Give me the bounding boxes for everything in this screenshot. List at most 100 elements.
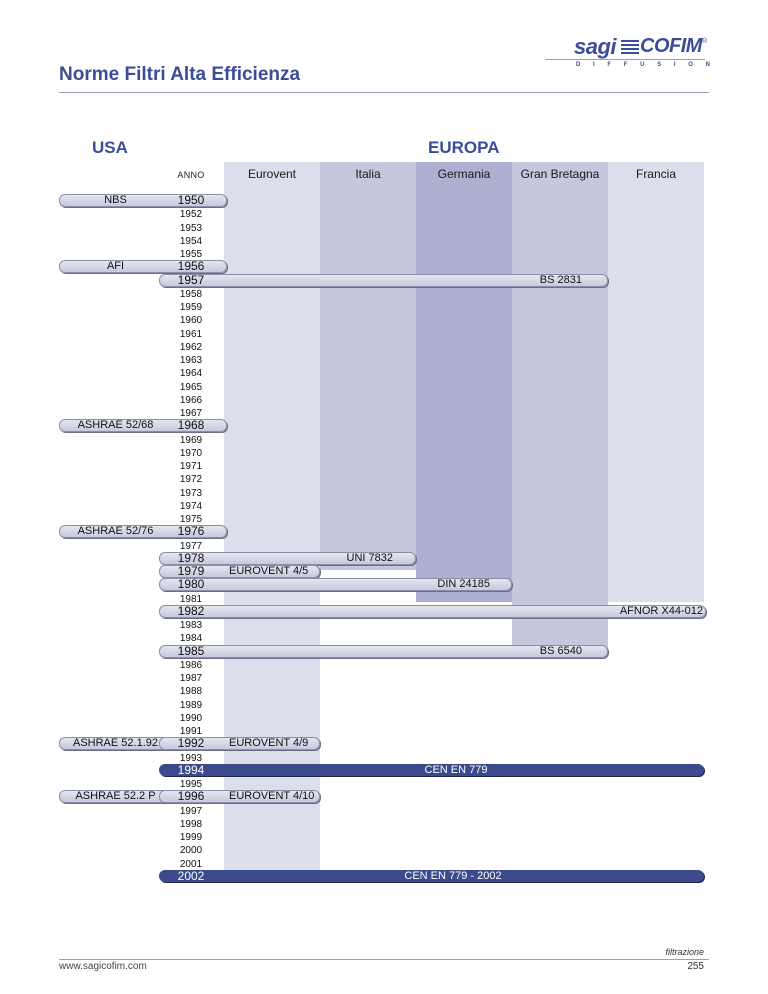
year-label: 1984 — [179, 633, 203, 645]
year-label: 1982 — [177, 603, 205, 618]
region-usa: USA — [92, 138, 128, 157]
usa-standard-pill — [59, 194, 227, 207]
usa-standard-label: ASHRAE 52/76 — [77, 525, 154, 538]
year-label: 1962 — [179, 341, 203, 353]
sagicofim-logo: sagi COFIM ® D I F F U S I O N — [574, 34, 714, 74]
year-label: 1955 — [179, 249, 203, 260]
usa-standard-pill — [59, 260, 227, 274]
year-label: 1956 — [177, 259, 205, 274]
logo-letter: I — [593, 62, 595, 68]
eu-standard-label: CEN EN 779 - 2002 — [404, 869, 502, 882]
header-line — [545, 59, 705, 60]
year-label: 1972 — [179, 474, 203, 486]
column-header-germania: Germania — [437, 167, 491, 181]
column-gran-bretagna — [512, 162, 608, 654]
eu-standard-label: EUROVENT 4/10 — [229, 790, 315, 803]
year-label: 1989 — [179, 699, 203, 711]
eu-standard-bar — [159, 869, 704, 882]
column-germania — [416, 162, 512, 602]
year-label: 1971 — [179, 461, 203, 472]
logo-letter: F — [623, 62, 628, 68]
logo-cofim-text: COFIM — [640, 35, 702, 57]
usa-standard-label: NBS — [104, 194, 127, 206]
logo-letter: D — [576, 62, 581, 68]
year-label: 1975 — [179, 514, 203, 525]
column-header-eurovent: Eurovent — [247, 167, 297, 181]
year-label: 1950 — [177, 193, 205, 207]
column-header-gran-bretagna: Gran Bretagna — [520, 167, 600, 181]
year-label: 1991 — [179, 726, 203, 737]
year-label: 1992 — [177, 736, 205, 751]
eu-standard-bar — [159, 273, 608, 287]
eu-standard-bar — [159, 763, 704, 776]
eu-standard-label: BS 2831 — [539, 273, 582, 286]
column-header-francia: Francia — [635, 167, 676, 181]
year-label: 1990 — [179, 712, 203, 724]
year-label: 1964 — [179, 368, 203, 380]
eu-standard-bar — [159, 790, 320, 804]
year-label: 1985 — [177, 643, 205, 658]
year-label: 1954 — [179, 235, 203, 247]
year-label: 1976 — [177, 524, 205, 539]
eu-standard-bar — [159, 565, 320, 578]
year-label: 1963 — [179, 355, 203, 366]
year-label: 1957 — [177, 272, 205, 287]
year-label: 1978 — [177, 550, 205, 565]
eu-standard-bar — [159, 551, 416, 565]
anno-header: ANNO — [177, 170, 205, 180]
logo-mark-icon — [621, 40, 639, 54]
logo-sagi-text: sagi — [574, 34, 617, 59]
eu-standard-label: EUROVENT 4/5 — [229, 565, 309, 577]
year-label: 1977 — [179, 540, 203, 552]
year-label: 1968 — [177, 418, 205, 433]
logo-registered-mark: ® — [702, 38, 708, 45]
eu-standard-label: CEN EN 779 — [424, 763, 488, 776]
year-label: 1996 — [177, 789, 205, 804]
year-label: 1974 — [179, 500, 203, 512]
eu-standard-bar — [159, 604, 706, 618]
year-label: 1994 — [177, 762, 205, 777]
page-number: 255 — [687, 961, 704, 972]
usa-standard-label: AFI — [106, 260, 125, 273]
usa-standard-label: ASHRAE 52.2 P — [75, 790, 156, 803]
year-label: 1967 — [179, 408, 203, 419]
year-label: 1952 — [179, 209, 203, 221]
title-underline — [59, 92, 709, 93]
column-header-italia: Italia — [355, 167, 381, 181]
year-label: 1965 — [179, 381, 203, 393]
column-francia — [608, 162, 704, 602]
year-label: 1979 — [177, 564, 205, 578]
year-label: 2002 — [177, 868, 205, 883]
year-label: 1958 — [179, 288, 203, 300]
year-label: 1987 — [179, 673, 203, 684]
year-label: 1981 — [179, 593, 203, 605]
year-label: 1960 — [179, 315, 203, 327]
logo-letter: I — [673, 62, 676, 68]
year-label: 1986 — [179, 659, 203, 671]
eu-standard-bar — [159, 737, 320, 751]
eu-standard-bar — [159, 644, 608, 658]
footer-rule — [59, 959, 709, 960]
column-italia — [320, 162, 416, 570]
eu-standard-label: AFNOR X44-012 — [619, 604, 703, 617]
logo-diffusion: D I F F U S I O N — [576, 62, 710, 68]
logo-letter: U — [640, 62, 645, 68]
year-label: 1983 — [179, 620, 203, 631]
year-label: 1953 — [179, 222, 203, 234]
year-label: 1961 — [179, 328, 203, 340]
year-label: 1969 — [179, 434, 203, 446]
usa-standard-label: ASHRAE 52.1.92 — [73, 737, 158, 750]
year-label: 1980 — [177, 577, 205, 592]
year-label: 1959 — [179, 302, 203, 313]
year-label: 1993 — [179, 752, 203, 764]
year-label: 1988 — [179, 686, 203, 698]
year-label: 1970 — [179, 447, 203, 459]
year-label: 1999 — [179, 832, 203, 843]
year-label: 2000 — [179, 845, 203, 857]
year-label: 1998 — [179, 818, 203, 830]
footer-url: www.sagicofim.com — [59, 961, 147, 972]
logo-letter: O — [688, 62, 693, 68]
usa-standard-label: ASHRAE 52/68 — [77, 419, 154, 432]
year-label: 1995 — [179, 779, 203, 790]
year-label: 1966 — [179, 394, 203, 406]
